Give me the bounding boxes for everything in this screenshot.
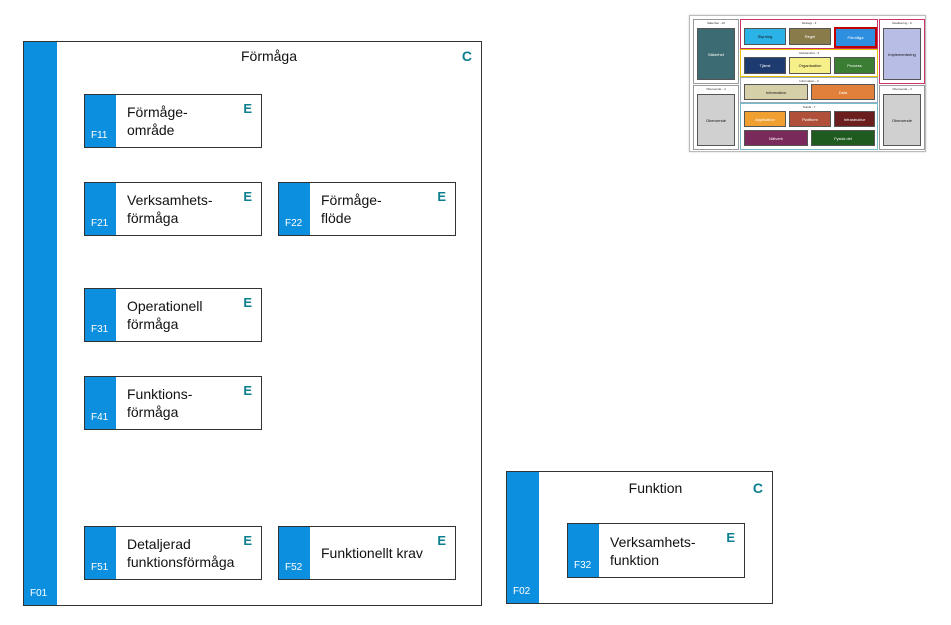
thumb-box-formaga: Förmåga xyxy=(834,27,877,48)
thumb-box-process: Process xyxy=(834,57,875,74)
thumb-box-infrastruktur: Infrastruktur xyxy=(834,111,875,127)
thumb-box-information: Information xyxy=(744,84,808,100)
entity-f32[interactable]: F32 Verksamhets- funktion E xyxy=(567,523,745,578)
entity-type-letter: E xyxy=(243,295,252,310)
entity-type-letter: E xyxy=(437,189,446,204)
thumb-caption: Information - 2 xyxy=(799,79,819,83)
entity-side-bar: F31 xyxy=(85,289,116,341)
entity-code: F52 xyxy=(285,562,303,573)
container-type-letter: C xyxy=(752,480,763,496)
entity-f51[interactable]: F51 Detaljerad funktionsförmåga E xyxy=(84,526,262,580)
thumb-group-information: Information - 2 Information Data xyxy=(740,77,878,103)
entity-type-letter: E xyxy=(243,533,252,548)
entity-label: Verksamhets- funktion xyxy=(610,533,696,568)
thumb-box-styrning: Styrning xyxy=(744,28,786,45)
thumb-right-bottom-panel: Oberoende - 4 Oberoende xyxy=(879,85,925,150)
thumb-box-plattform: Plattform xyxy=(789,111,831,127)
thumb-caption: Teknik - 7 xyxy=(802,105,816,109)
thumb-box-data: Data xyxy=(811,84,875,100)
thumb-group-teknik: Teknik - 7 Applikation Plattform Infrast… xyxy=(740,103,878,150)
thumb-caption: Verksamhet - 3 xyxy=(798,51,820,55)
entity-type-letter: E xyxy=(243,101,252,116)
entity-f31[interactable]: F31 Operationell förmåga E xyxy=(84,288,262,342)
entity-f41[interactable]: F41 Funktions- förmåga E xyxy=(84,376,262,430)
container-type-letter: C xyxy=(461,48,472,64)
entity-side-bar: F32 xyxy=(568,524,599,577)
entity-label: Operationell förmåga xyxy=(127,298,203,332)
entity-code: F21 xyxy=(91,218,109,229)
entity-label: Funktions- förmåga xyxy=(127,386,193,420)
entity-code: F22 xyxy=(285,218,303,229)
overview-thumbnail: Säkerhet - 10 Säkerhet Oberoende - 4 Obe… xyxy=(689,15,926,152)
entity-f21[interactable]: F21 Verksamhets- förmåga E xyxy=(84,182,262,236)
container-side-bar: F02 xyxy=(507,472,539,603)
thumb-caption: Säkerhet - 10 xyxy=(706,21,725,25)
container-title: Förmåga xyxy=(240,48,298,64)
entity-side-bar: F21 xyxy=(85,183,116,235)
entity-label: Förmåge- område xyxy=(127,104,188,138)
thumb-box-fysisk-del: Fysisk del xyxy=(811,130,875,146)
thumb-box-organisation: Organisation xyxy=(789,57,831,74)
entity-code: F41 xyxy=(91,412,109,423)
entity-type-letter: E xyxy=(437,533,446,548)
container-side-bar: F01 xyxy=(24,42,57,605)
container-code: F02 xyxy=(513,586,531,597)
entity-side-bar: F52 xyxy=(279,527,310,579)
thumb-caption: Strategi - 3 xyxy=(801,21,817,25)
thumb-right-top-panel: Realisering - 9 Implementering xyxy=(879,19,925,84)
entity-code: F32 xyxy=(574,560,592,571)
thumb-group-verksamhet: Verksamhet - 3 Tjänst Organisation Proce… xyxy=(740,49,878,77)
entity-side-bar: F11 xyxy=(85,95,116,147)
entity-side-bar: F22 xyxy=(279,183,310,235)
container-title: Funktion xyxy=(628,480,683,496)
entity-code: F11 xyxy=(91,130,108,141)
entity-type-letter: E xyxy=(243,189,252,204)
thumb-box-oberoende-left: Oberoende xyxy=(697,94,735,146)
thumb-box-sakerhet: Säkerhet xyxy=(697,28,735,80)
thumb-box-implementering: Implementering xyxy=(883,28,921,80)
thumb-box-regel: Regel xyxy=(789,28,831,45)
entity-side-bar: F41 xyxy=(85,377,116,429)
thumb-left-bottom-panel: Oberoende - 4 Oberoende xyxy=(693,85,739,150)
container-code: F01 xyxy=(30,588,48,599)
thumb-caption: Oberoende - 4 xyxy=(892,87,912,91)
thumb-caption: Realisering - 9 xyxy=(892,21,912,25)
thumb-box-natverk: Nätverk xyxy=(744,130,808,146)
thumb-group-strategi: Strategi - 3 Styrning Regel Förmåga xyxy=(740,19,878,49)
entity-f11[interactable]: F11 Förmåge- område E xyxy=(84,94,262,148)
entity-code: F31 xyxy=(91,324,109,335)
entity-label: Verksamhets- förmåga xyxy=(127,192,213,226)
entity-type-letter: E xyxy=(726,530,735,545)
entity-label: Förmåge- flöde xyxy=(321,192,382,226)
thumb-left-top-panel: Säkerhet - 10 Säkerhet xyxy=(693,19,739,84)
thumb-box-tjanst: Tjänst xyxy=(744,57,786,74)
entity-code: F51 xyxy=(91,562,109,573)
entity-label: Funktionellt krav xyxy=(321,545,423,561)
entity-label: Detaljerad funktionsförmåga xyxy=(127,536,235,570)
entity-type-letter: E xyxy=(243,383,252,398)
entity-side-bar: F51 xyxy=(85,527,116,579)
thumb-box-oberoende-right: Oberoende xyxy=(883,94,921,146)
thumb-box-applikation: Applikation xyxy=(744,111,786,127)
thumb-caption: Oberoende - 4 xyxy=(706,87,726,91)
entity-f22[interactable]: F22 Förmåge- flöde E xyxy=(278,182,456,236)
entity-f52[interactable]: F52 Funktionellt krav E xyxy=(278,526,456,580)
